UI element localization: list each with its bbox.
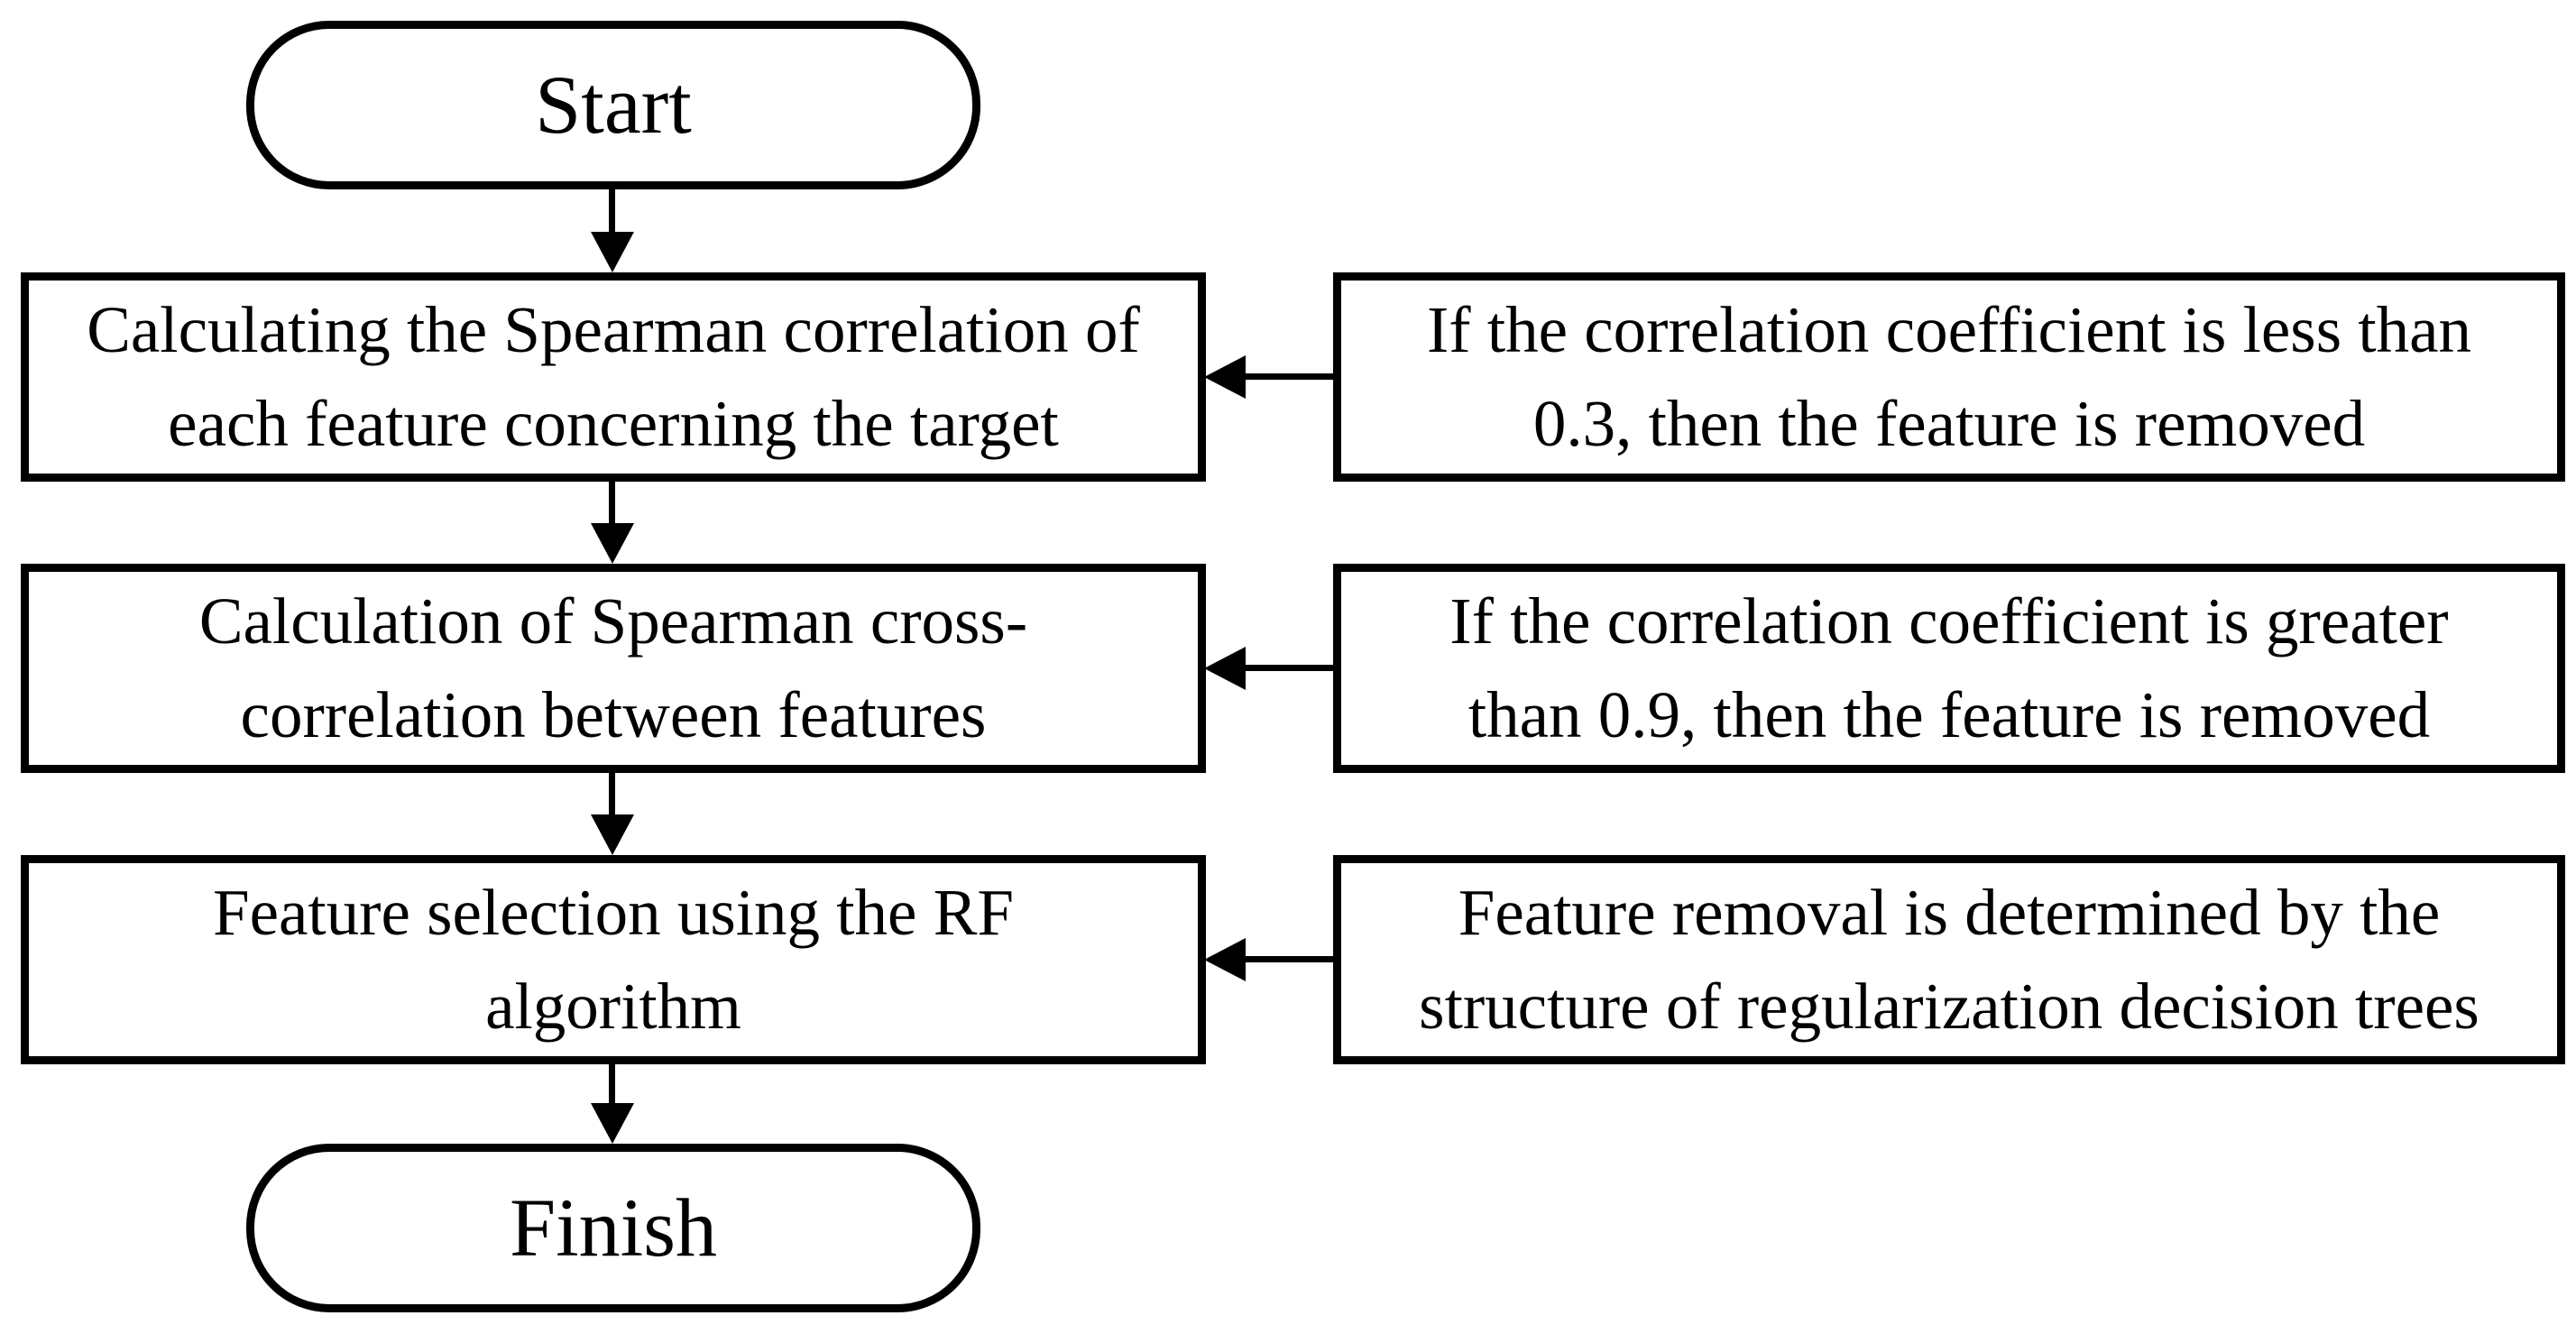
annotation-text-line: If the correlation coefficient is less t…	[1426, 293, 2472, 366]
arrow-shaft	[1245, 956, 1335, 962]
process-box-spearman-target: Calculating the Spearman correlation of …	[21, 272, 1206, 482]
arrowhead-down-icon	[591, 523, 634, 564]
process-text-line: Feature selection using the RF	[212, 876, 1014, 949]
annotation-text-line: 0.3, then the feature is removed	[1532, 387, 2366, 460]
annotation-box-decision-trees: Feature removal is determined by the str…	[1333, 855, 2565, 1064]
arrowhead-down-icon	[591, 814, 634, 855]
start-label: Start	[535, 58, 692, 151]
annotation-text-line: than 0.9, then the feature is removed	[1467, 678, 2431, 751]
finish-node: Finish	[246, 1144, 980, 1312]
process-text-line: each feature concerning the target	[168, 387, 1059, 460]
arrow-shaft	[609, 769, 615, 819]
process-text-line: correlation between features	[240, 678, 987, 751]
arrow-shaft	[609, 184, 615, 236]
arrow-shaft	[1245, 665, 1335, 671]
process-text-line: algorithm	[485, 970, 741, 1043]
arrowhead-left-icon	[1204, 938, 1246, 981]
process-text-line: Calculation of Spearman cross-	[198, 584, 1028, 658]
arrowhead-down-icon	[591, 232, 634, 272]
arrow-shaft	[1245, 373, 1335, 380]
process-text-line: Calculating the Spearman correlation of	[87, 293, 1140, 366]
finish-label: Finish	[509, 1181, 718, 1274]
annotation-box-less-than: If the correlation coefficient is less t…	[1333, 272, 2565, 482]
arrow-shaft	[609, 478, 615, 528]
annotation-text-line: structure of regularization decision tre…	[1419, 970, 2479, 1043]
arrowhead-left-icon	[1204, 647, 1246, 690]
process-box-spearman-cross: Calculation of Spearman cross- correlati…	[21, 564, 1206, 773]
annotation-text-line: Feature removal is determined by the	[1458, 876, 2441, 949]
process-box-rf-selection: Feature selection using the RF algorithm	[21, 855, 1206, 1064]
arrowhead-down-icon	[591, 1103, 634, 1144]
arrowhead-left-icon	[1204, 355, 1246, 399]
annotation-box-greater-than: If the correlation coefficient is greate…	[1333, 564, 2565, 773]
annotation-text-line: If the correlation coefficient is greate…	[1449, 584, 2449, 658]
arrow-shaft	[609, 1061, 615, 1108]
start-node: Start	[246, 21, 980, 189]
